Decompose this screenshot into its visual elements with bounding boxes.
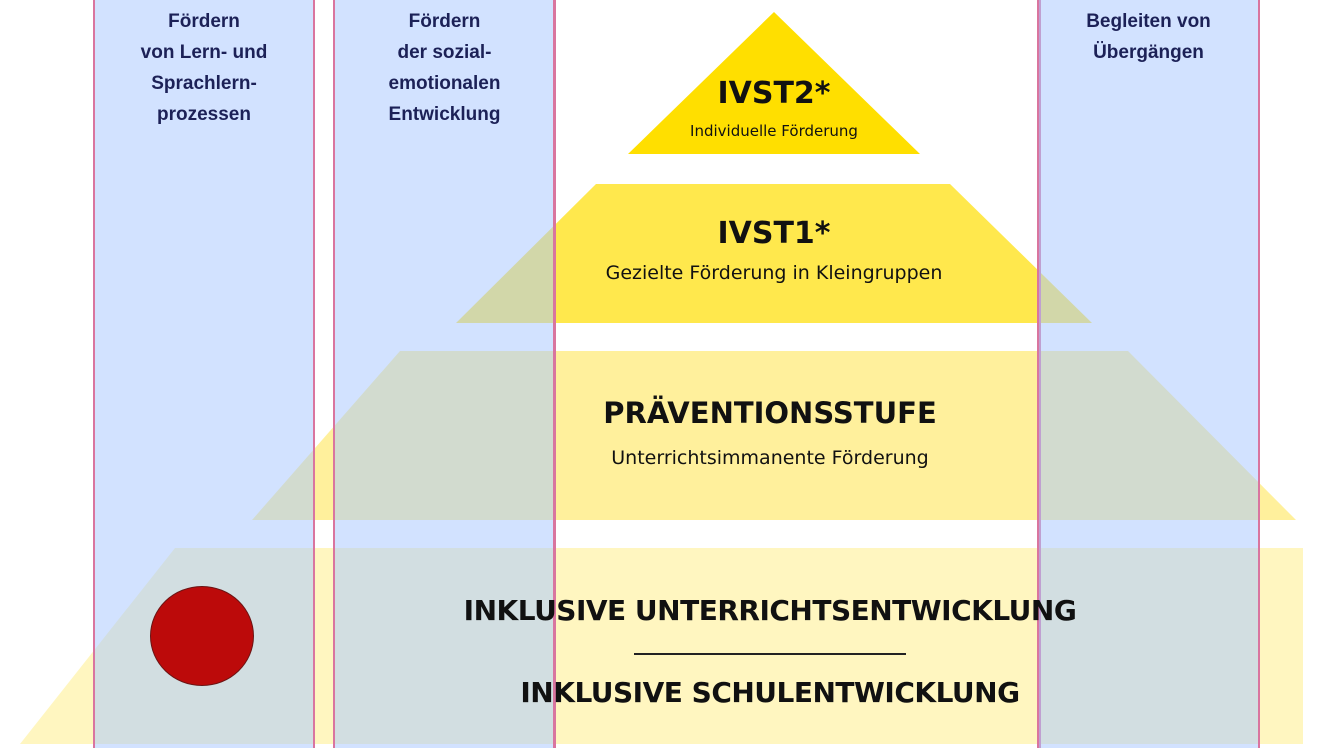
heading-line: von Lern- und: [140, 42, 268, 63]
pyramid-ivst2-layer: [628, 12, 920, 154]
heading-line: Begleiten von: [1086, 11, 1211, 32]
ivst1-subtitle: Gezielte Förderung in Kleingruppen: [605, 262, 943, 284]
column-heading: Begleiten von Übergängen: [1039, 6, 1258, 68]
heading-line: Fördern: [168, 11, 240, 32]
ivst2-subtitle: Individuelle Förderung: [690, 122, 858, 140]
heading-line: Sprachlern-: [151, 73, 257, 94]
red-marker-dot[interactable]: [150, 586, 254, 686]
pyramid-ivst1-layer: [456, 184, 1092, 323]
heading-line: emotionalen: [388, 73, 501, 94]
ivst1-title: IVST1*: [717, 216, 831, 251]
heading-line: Entwicklung: [388, 104, 501, 125]
heading-line: prozessen: [157, 104, 251, 125]
base-line-1: INKLUSIVE UNTERRICHTSENTWICKLUNG: [463, 594, 1077, 627]
column-heading: Fördern von Lern- und Sprachlern- prozes…: [95, 6, 313, 130]
base-line-2: INKLUSIVE SCHULENTWICKLUNG: [520, 676, 1020, 709]
prevention-title: PRÄVENTIONSSTUFE: [603, 396, 937, 430]
ivst2-title: IVST2*: [717, 76, 831, 111]
column-center: [553, 0, 1041, 748]
column-heading: Fördern der sozial- emotionalen Entwickl…: [335, 6, 554, 130]
heading-line: Fördern: [408, 11, 481, 32]
column-sozial-emotional: Fördern der sozial- emotionalen Entwickl…: [333, 0, 556, 748]
column-uebergaenge: Begleiten von Übergängen: [1037, 0, 1260, 748]
heading-line: der sozial-: [397, 42, 492, 63]
heading-line: Übergängen: [1093, 42, 1204, 63]
prevention-subtitle: Unterrichtsimmanente Förderung: [611, 447, 929, 469]
